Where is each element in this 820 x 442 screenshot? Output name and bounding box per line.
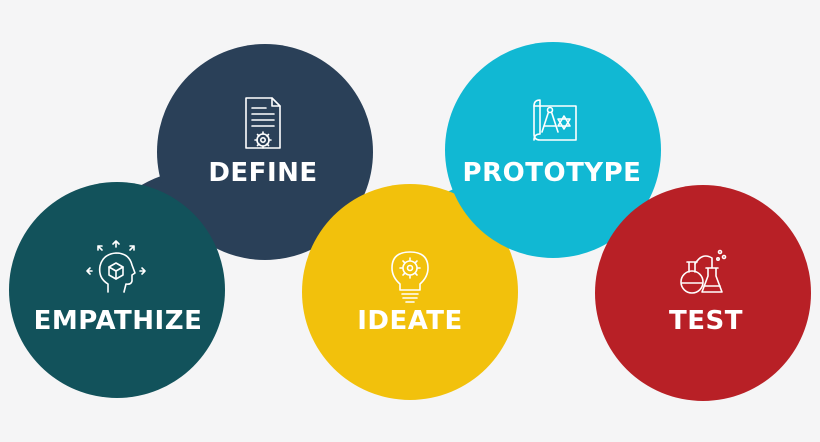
label-test: TEST [669, 306, 743, 336]
document-gear-icon [245, 97, 281, 149]
head-cube-arrows-icon [86, 240, 146, 293]
label-prototype: PROTOTYPE [462, 158, 642, 188]
label-define: DEFINE [208, 158, 318, 188]
circle-ideate [302, 184, 518, 400]
lab-flasks-icon [680, 249, 727, 294]
label-ideate: IDEATE [357, 306, 463, 336]
label-empathize: EMPATHIZE [33, 306, 203, 336]
lightbulb-gear-icon [391, 251, 429, 303]
circle-empathize [9, 182, 225, 398]
circle-prototype [445, 42, 661, 258]
circle-define [157, 44, 373, 260]
blueprint-compass-icon [533, 99, 577, 141]
circle-test [595, 185, 811, 401]
